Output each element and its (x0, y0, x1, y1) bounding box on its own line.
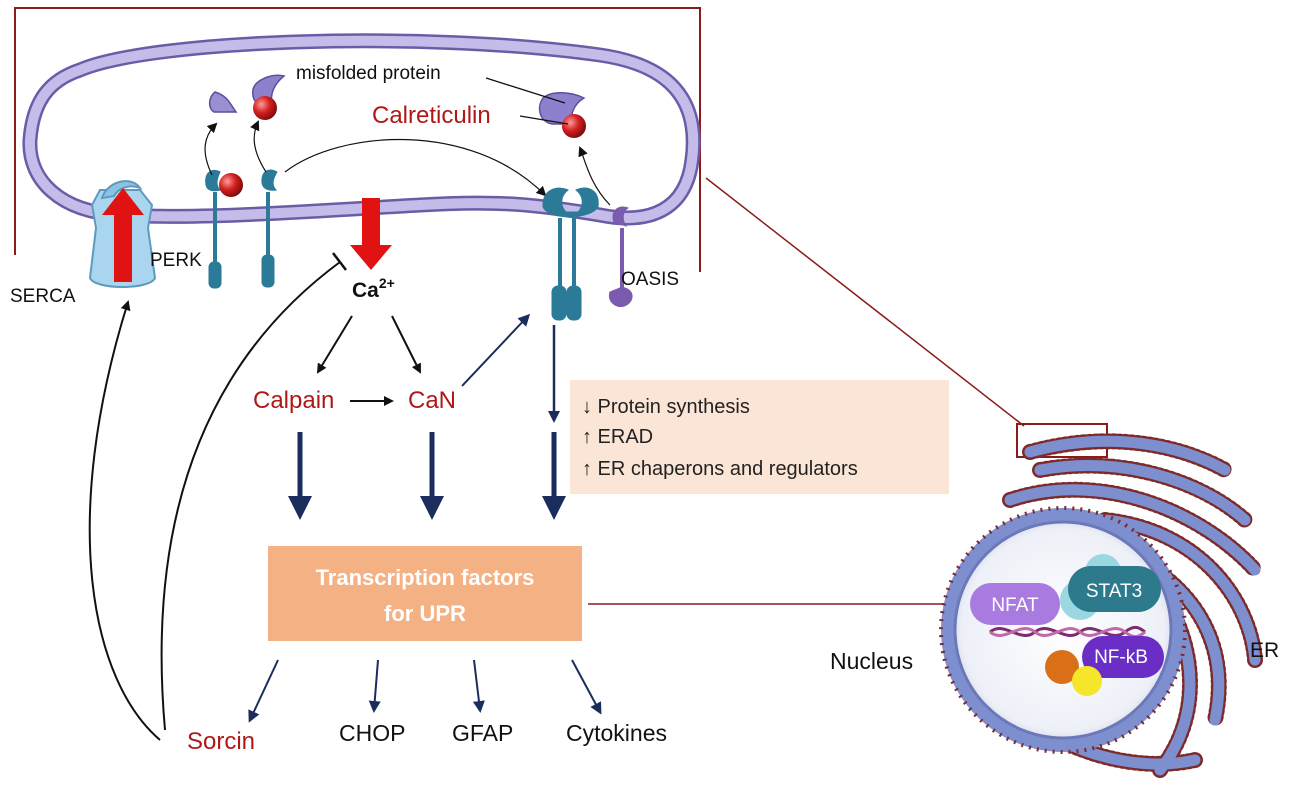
effect-er-chaperons: ↑ ER chaperons and regulators (582, 458, 858, 480)
gfap-label: GFAP (452, 720, 513, 746)
nucleus-label: Nucleus (830, 648, 913, 674)
effects-box (570, 380, 949, 494)
atf6-receptor (542, 187, 599, 321)
ca-label: Ca2+ (352, 275, 395, 302)
released-chaperone (208, 74, 286, 120)
cytokines-label: Cytokines (566, 720, 667, 746)
calreticulin-label: Calreticulin (372, 102, 491, 129)
svg-text:NFAT: NFAT (991, 595, 1039, 616)
sorcin-to-serca-arrow (88, 300, 161, 741)
serca-red-arrow (102, 188, 144, 282)
oasis-receptor (608, 206, 633, 307)
misfolded-protein-complex (538, 92, 586, 138)
transcription-factors-box (268, 546, 582, 641)
zoom-connector-line (705, 177, 1025, 427)
calpain-label: Calpain (253, 387, 334, 414)
perk-label: PERK (150, 250, 202, 271)
serca-label: SERCA (10, 286, 76, 307)
sorcin-inhibition-path (160, 261, 341, 731)
misfolded-protein-label: misfolded protein (296, 63, 441, 84)
svg-text:STAT3: STAT3 (1086, 581, 1142, 602)
transcription-factors-line2: for UPR (384, 601, 466, 626)
stat3-factor: STAT3 (1060, 554, 1161, 620)
perk-receptor (205, 169, 278, 289)
ca-release-arrow (350, 198, 392, 270)
er-label: ER (1250, 639, 1279, 662)
nfkb-factor: NF-kB (1045, 636, 1164, 696)
svg-text:NF-kB: NF-kB (1094, 647, 1148, 668)
calreticulin-pointer-line (519, 115, 569, 125)
sorcin-label: Sorcin (187, 728, 255, 755)
nfat-factor: NFAT (970, 583, 1060, 625)
can-label: CaN (408, 387, 456, 414)
effect-erad: ↑ ERAD (582, 426, 653, 448)
transcription-factors-line1: Transcription factors (316, 565, 535, 590)
chop-label: CHOP (339, 720, 405, 746)
calreticulin-ball (219, 173, 243, 197)
serca-pump (88, 180, 157, 288)
dna-helix (989, 625, 1146, 639)
effect-protein-synthesis: ↓ Protein synthesis (582, 396, 750, 418)
misfolded-pointer-line (485, 77, 566, 104)
oasis-label: OASIS (621, 269, 679, 290)
